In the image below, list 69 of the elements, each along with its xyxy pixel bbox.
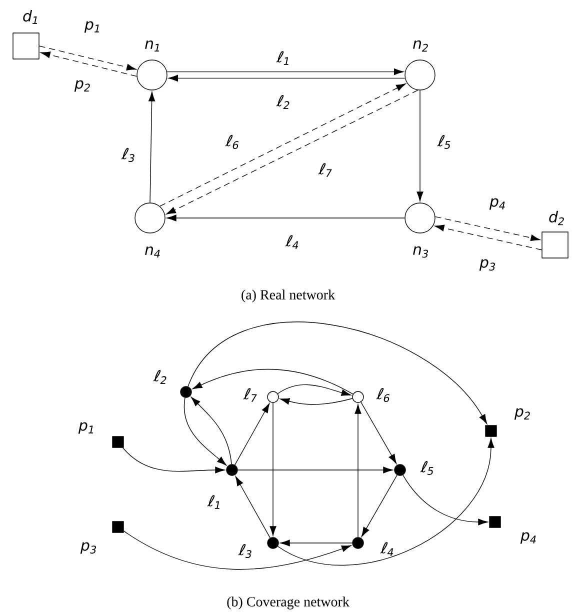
terminal-square: p$_{3}$ [80,521,124,554]
edge-label: p$_{1}$ [84,21,100,33]
circle-node: n$_{2}$ [404,40,436,90]
arrow [168,74,406,82]
caption: (b) Coverage network [227,596,350,610]
arrow [190,396,232,465]
node-label: ℓ$_{2}$ [153,370,166,384]
node-label: n$_{1}$ [145,40,160,52]
edge-label: ℓ$_{1}$ [276,51,288,65]
circle-node: n$_{4}$ [134,202,166,258]
arrow [192,369,354,394]
arrow [188,322,488,424]
node-label: ℓ$_{3}$ [238,544,252,558]
arrow [122,448,225,474]
arrow [124,530,352,570]
edge-label: p$_{3}$ [479,259,496,271]
arrow [277,438,494,566]
arrow [416,90,424,202]
square-node: d$_{1}$ [12,10,40,60]
node-label: p$_{4}$ [520,532,536,544]
node-label: ℓ$_{7}$ [243,388,257,402]
arrow [235,476,270,538]
node-label: d$_{2}$ [549,210,564,226]
arrow [280,540,352,546]
arrow [184,397,227,466]
arrow [160,84,406,207]
arrow [361,474,398,537]
arrow [270,402,276,536]
square-node: d$_{2}$ [542,210,568,258]
edge-label: p$_{2}$ [74,80,90,92]
node-label: n$_{3}$ [413,246,428,258]
terminal-square: p$_{4}$ [489,516,536,544]
node-label: n$_{4}$ [145,246,160,258]
node-label: ℓ$_{6}$ [376,388,390,402]
arrow [40,52,138,77]
arrow [434,216,540,242]
arrow [354,404,362,538]
arrow [434,224,542,250]
node-label: p$_{2}$ [514,408,530,420]
arrow [360,402,397,464]
terminal-square: p$_{2}$ [485,408,530,437]
edge-label: ℓ$_{3}$ [121,148,134,162]
arrow [402,474,488,526]
circle-node: n$_{1}$ [136,40,168,90]
arrow [234,403,270,466]
terminal-square: p$_{1}$ [78,422,124,448]
arrow [166,68,404,76]
edge-label: ℓ$_{5}$ [437,135,450,149]
edge-label: ℓ$_{4}$ [285,235,298,249]
node-label: n$_{2}$ [413,40,428,52]
arrow [238,466,393,474]
node-label: ℓ$_{1}$ [207,495,220,509]
edge-label: ℓ$_{6}$ [225,134,239,150]
node-label: p$_{1}$ [78,422,94,434]
circle-node: n$_{3}$ [404,202,436,258]
edge-label: ℓ$_{2}$ [276,95,290,109]
caption: (a) Real network [242,290,336,302]
arrow [166,90,418,214]
arrow [280,398,353,405]
node-label: d$_{1}$ [23,10,38,24]
node-label: p$_{3}$ [80,542,96,554]
edge-label: ℓ$_{7}$ [318,163,332,177]
node-label: ℓ$_{4}$ [380,542,394,556]
arrow [277,384,352,396]
edge-label: p$_{4}$ [489,198,505,210]
arrow [39,46,136,70]
arrow [148,92,156,203]
node-label: ℓ$_{5}$ [420,461,434,475]
arrow [166,214,405,222]
